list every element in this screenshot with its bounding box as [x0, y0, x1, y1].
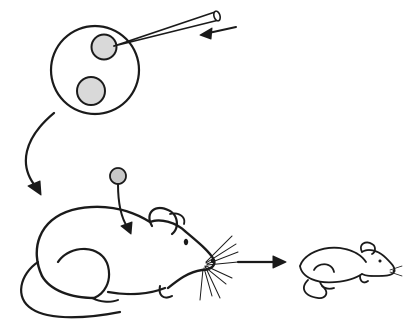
- microinjection-needle-icon: [114, 10, 221, 46]
- offspring-mouse-icon: [300, 242, 402, 298]
- upper-cell: [92, 35, 117, 60]
- needle-end: [213, 10, 222, 21]
- whiskers: [200, 236, 238, 300]
- injection-arrow: [200, 27, 236, 39]
- needle-upper-edge: [114, 12, 215, 46]
- transfer-arrow: [26, 113, 54, 195]
- birth-arrow: [238, 256, 286, 268]
- implanted-embryo-icon: [110, 168, 132, 234]
- mouse-eye: [184, 239, 188, 245]
- lower-cell: [77, 77, 105, 105]
- embryo-dish-icon: [51, 26, 139, 114]
- embryo-ball: [110, 168, 126, 184]
